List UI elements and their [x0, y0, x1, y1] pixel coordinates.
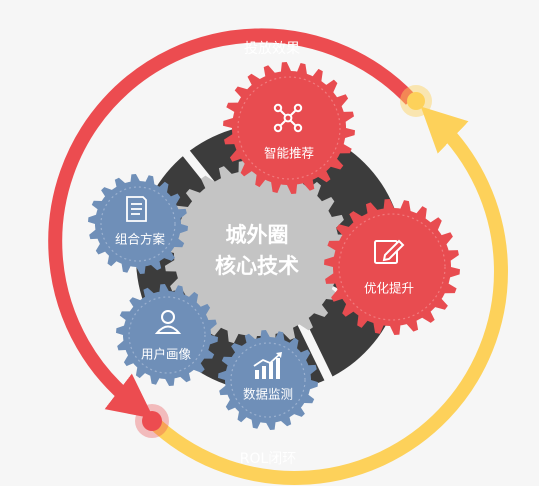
gear-center-core: [164, 160, 350, 346]
gear-optimize-inner-ring: [338, 213, 446, 321]
gear-label-combo-plan: 组合方案: [114, 231, 166, 247]
gear-smart-recommend-inner-ring: [237, 76, 341, 180]
network-nodes-icon: [273, 103, 303, 133]
gear-combo-plan-inner-ring: [100, 186, 176, 262]
top-arrow-label: 投放效果: [244, 41, 300, 57]
gears-layer: [88, 62, 460, 430]
red-junction-dot: [135, 404, 169, 438]
center-title-line1: 城外圈: [225, 223, 289, 247]
red-cycle-arc: [48, 28, 417, 419]
gear-label-data-monitor: 数据监测: [242, 386, 294, 402]
center-title-line2: 核心技术: [215, 254, 299, 278]
gear-optimize: [324, 199, 460, 335]
gear-label-smart-recommend: 智能推荐: [263, 145, 315, 161]
edit-pencil-icon: [374, 239, 405, 264]
gear-data-monitor-inner-ring: [230, 342, 306, 418]
yellow-cycle-arc: [147, 106, 509, 485]
yellow-junction-dot: [400, 85, 432, 117]
user-profile-icon: [154, 310, 182, 334]
gear-user-profile-inner-ring: [128, 296, 206, 374]
gear-user-profile: [116, 284, 218, 386]
center-title: 城外圈 核心技术: [215, 220, 299, 282]
gear-combo-plan: [88, 174, 188, 274]
bottom-arrow-label: ROL闭环: [239, 451, 297, 467]
bar-chart-rising-icon: [253, 352, 282, 379]
document-icon: [126, 196, 147, 222]
gear-label-user-profile: 用户画像: [140, 346, 192, 362]
gear-label-optimize: 优化提升: [363, 280, 415, 296]
gear-smart-recommend: [223, 62, 355, 194]
gear-data-monitor: [218, 330, 318, 430]
